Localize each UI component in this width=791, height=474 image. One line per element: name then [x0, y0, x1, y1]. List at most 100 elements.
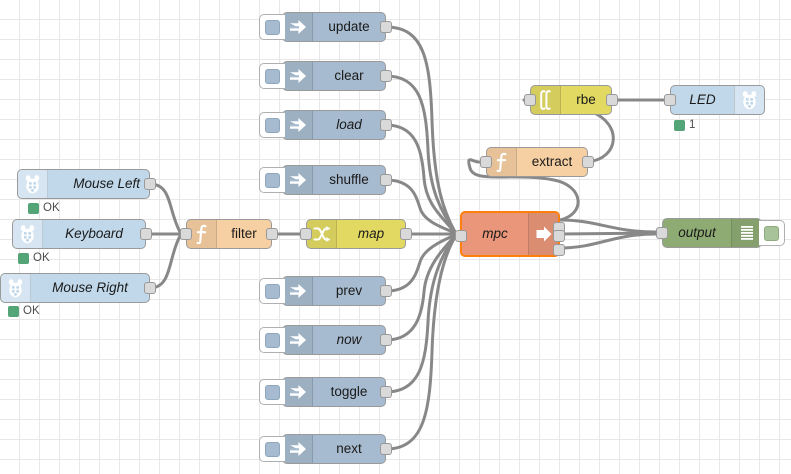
wire-mpc-out1-output [558, 218, 658, 234]
inject-arrow-icon [283, 435, 313, 463]
inject-arrow-icon [283, 378, 313, 406]
inject-arrow-icon [283, 62, 313, 90]
input-port[interactable] [664, 94, 676, 106]
node-inject-next[interactable]: next [259, 434, 392, 464]
node-inject-prev[interactable]: prev [259, 276, 392, 306]
node-label: Mouse Right [52, 280, 128, 296]
output-port[interactable] [266, 228, 278, 240]
inject-trigger-button[interactable] [259, 278, 285, 304]
node-label: shuffle [329, 172, 369, 188]
raspberry-pi-icon [1, 274, 31, 302]
inject-trigger-button[interactable] [259, 14, 285, 40]
node-inject-toggle[interactable]: toggle [259, 377, 392, 407]
node-mouse-right[interactable]: Mouse Right [0, 273, 156, 303]
node-rbe[interactable]: rbe [524, 85, 618, 115]
node-label: update [328, 19, 370, 35]
wire-mouseleft-filter [148, 182, 182, 234]
output-port[interactable] [380, 443, 392, 455]
input-port[interactable] [300, 228, 312, 240]
inject-trigger-button[interactable] [259, 436, 285, 462]
output-port[interactable] [380, 285, 392, 297]
inject-trigger-button[interactable] [259, 63, 285, 89]
wire-toggle-mpc [384, 234, 457, 394]
node-label: rbe [576, 92, 596, 108]
node-map[interactable]: map [300, 219, 412, 249]
node-inject-now[interactable]: now [259, 325, 392, 355]
switch-icon [307, 220, 337, 248]
output-port[interactable] [380, 70, 392, 82]
node-led[interactable]: LED [664, 85, 765, 115]
node-label: LED [689, 92, 716, 108]
raspberry-pi-icon [18, 170, 48, 198]
inject-trigger-button[interactable] [259, 167, 285, 193]
output-port[interactable] [380, 386, 392, 398]
output-port-2[interactable] [553, 230, 565, 242]
status-text: 1 [689, 119, 696, 131]
integral-icon [531, 86, 561, 114]
status-text: OK [23, 305, 40, 317]
node-label: prev [335, 283, 363, 299]
function-icon [487, 148, 517, 176]
output-port-3[interactable] [553, 244, 565, 256]
raspberry-pi-icon [13, 220, 43, 248]
output-port[interactable] [140, 228, 152, 240]
node-mpc[interactable]: mpc [455, 211, 565, 257]
node-label: mpc [482, 226, 508, 242]
wire-mpc-out2-output [558, 231, 658, 236]
output-port[interactable] [582, 156, 594, 168]
status-mouse-left: OK [28, 202, 60, 214]
inject-trigger-button[interactable] [259, 327, 285, 353]
inject-arrow-icon [283, 326, 313, 354]
node-label: load [336, 117, 362, 133]
output-port[interactable] [380, 21, 392, 33]
inject-arrow-icon [283, 277, 313, 305]
output-port[interactable] [400, 228, 412, 240]
node-output-debug[interactable]: output [656, 218, 785, 248]
output-port[interactable] [380, 119, 392, 131]
node-inject-clear[interactable]: clear [259, 61, 392, 91]
raspberry-pi-icon [734, 86, 764, 114]
node-label: map [357, 226, 385, 242]
input-port[interactable] [656, 227, 668, 239]
node-label: output [678, 225, 716, 241]
node-mouse-left[interactable]: Mouse Left [17, 169, 156, 199]
input-port[interactable] [480, 156, 492, 168]
wire-update-mpc [384, 25, 457, 234]
node-label: next [336, 441, 362, 457]
inject-arrow-icon [283, 166, 313, 194]
status-keyboard: OK [18, 252, 50, 264]
wire-next-mpc [384, 235, 457, 451]
input-port[interactable] [455, 230, 467, 242]
output-port[interactable] [144, 282, 156, 294]
node-filter[interactable]: filter [180, 219, 278, 249]
wire-mpc-out3-output [558, 232, 658, 250]
wire-load-mpc [384, 123, 457, 235]
status-dot [28, 202, 39, 214]
node-inject-load[interactable]: load [259, 110, 392, 140]
node-label: toggle [330, 384, 368, 400]
node-inject-shuffle[interactable]: shuffle [259, 165, 392, 195]
output-port[interactable] [380, 174, 392, 186]
status-mouse-right: OK [8, 305, 40, 317]
status-led: 1 [674, 119, 695, 131]
status-dot [8, 305, 19, 317]
input-port[interactable] [180, 228, 192, 240]
status-text: OK [33, 252, 50, 264]
output-port[interactable] [144, 178, 156, 190]
inject-trigger-button[interactable] [259, 379, 285, 405]
node-label: now [336, 332, 362, 348]
status-dot [674, 119, 685, 131]
node-label: clear [334, 68, 364, 84]
wire-mouseright-filter [148, 234, 182, 290]
wire-now-mpc [384, 234, 457, 342]
node-inject-update[interactable]: update [259, 12, 392, 42]
node-keyboard[interactable]: Keyboard [12, 219, 152, 249]
debug-toggle-button[interactable] [759, 220, 785, 246]
output-port[interactable] [606, 94, 618, 106]
node-extract[interactable]: extract [480, 147, 594, 177]
inject-trigger-button[interactable] [259, 112, 285, 138]
debug-lines-icon [731, 219, 761, 247]
output-port[interactable] [380, 334, 392, 346]
input-port[interactable] [524, 94, 536, 106]
